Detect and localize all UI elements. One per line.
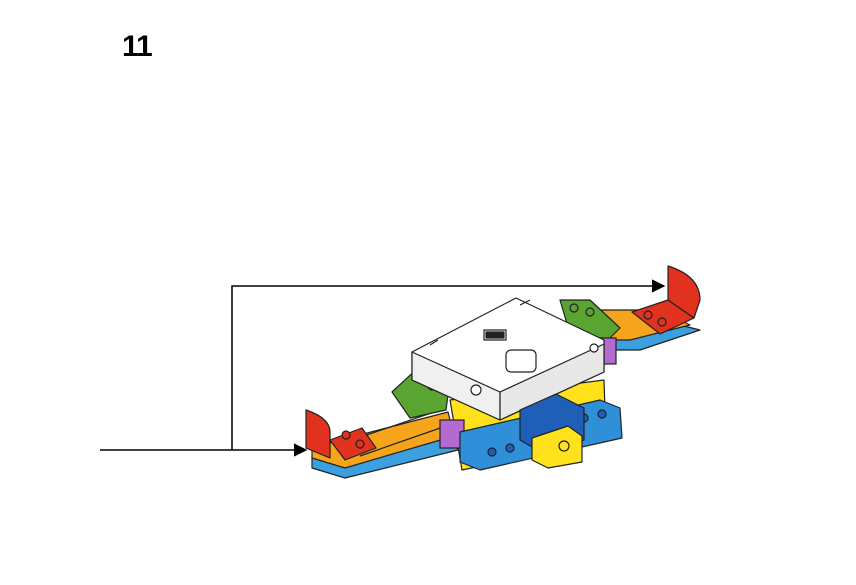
- hub-icon: [411, 297, 605, 421]
- motor-icon: [519, 393, 585, 469]
- placement-arrows: [100, 279, 666, 457]
- step-number: 11: [122, 30, 153, 63]
- arrow-icon: [231, 279, 666, 450]
- right-wing-piece-icon: [597, 265, 701, 351]
- left-wing-piece-icon: [305, 409, 459, 479]
